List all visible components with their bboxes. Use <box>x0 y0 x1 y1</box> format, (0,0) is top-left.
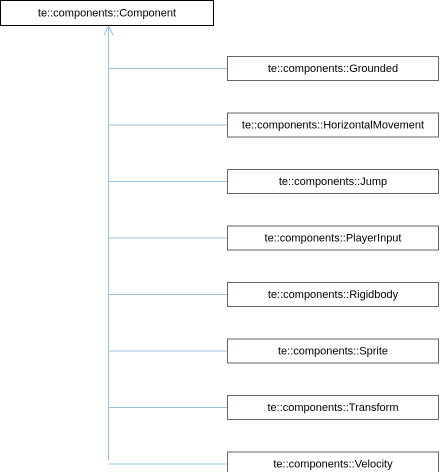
child-node-box <box>227 338 439 364</box>
child-node-label: te::components::Jump <box>279 176 387 188</box>
child-node-label: te::components::Velocity <box>273 458 393 470</box>
root-node[interactable]: te::components::Component <box>0 0 214 26</box>
child-node-box <box>227 112 439 138</box>
child-node[interactable]: te::components::Grounded <box>227 56 439 81</box>
child-node-box <box>227 282 439 307</box>
child-node[interactable]: te::components::Velocity <box>227 451 439 472</box>
child-node[interactable]: te::components::HorizontalMovement <box>227 112 439 138</box>
child-node[interactable]: te::components::Transform <box>227 395 439 420</box>
root-node-label: te::components::Component <box>38 7 176 19</box>
child-nodes: te::components::Groundedte::components::… <box>108 56 439 472</box>
child-node-box <box>227 451 439 472</box>
root-node-box <box>0 0 214 26</box>
child-node-box <box>227 56 439 81</box>
child-node-label: te::components::Rigidbody <box>268 289 399 301</box>
child-node-box <box>227 225 439 251</box>
child-node[interactable]: te::components::PlayerInput <box>227 225 439 251</box>
child-node-label: te::components::Sprite <box>278 345 388 357</box>
child-node-label: te::components::Grounded <box>268 63 398 75</box>
child-node-label: te::components::Transform <box>267 402 398 414</box>
child-node[interactable]: te::components::Sprite <box>227 338 439 364</box>
child-node[interactable]: te::components::Jump <box>227 169 439 194</box>
child-node-label: te::components::HorizontalMovement <box>242 119 424 131</box>
child-node-box <box>227 395 439 420</box>
child-node-label: te::components::PlayerInput <box>265 232 402 244</box>
child-node[interactable]: te::components::Rigidbody <box>227 282 439 307</box>
child-node-box <box>227 169 439 194</box>
